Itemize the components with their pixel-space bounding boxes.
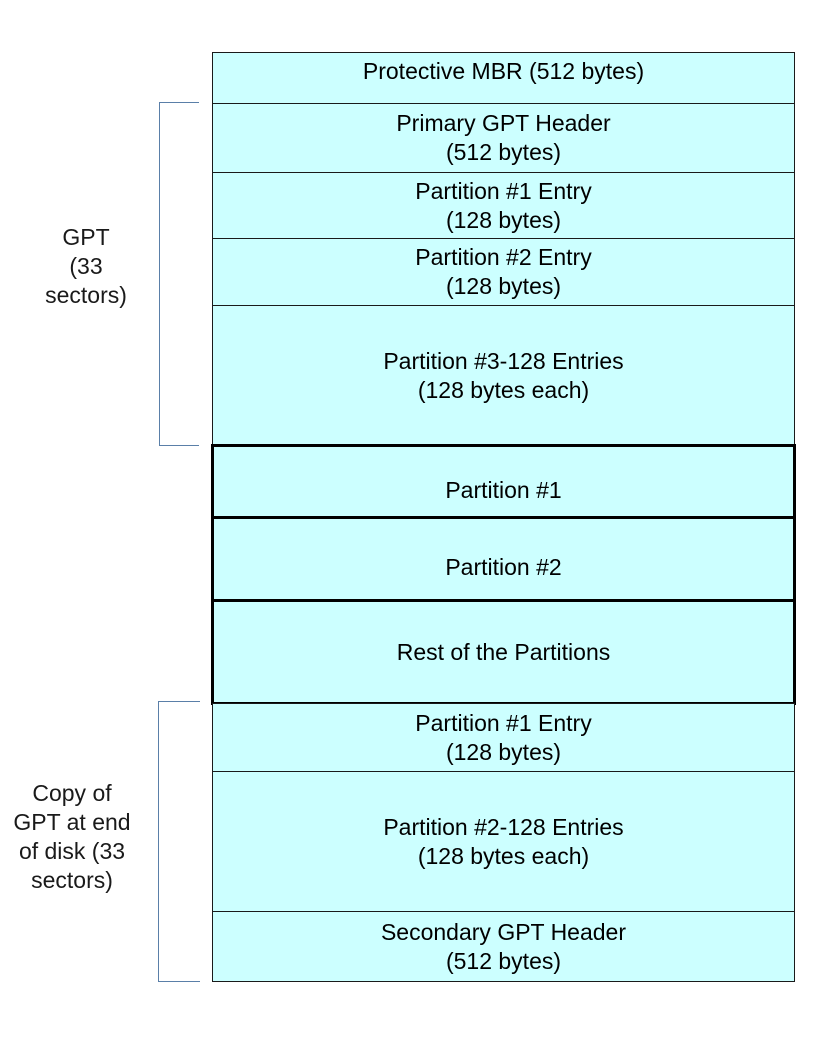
gpt-group-label-line: sectors) [45, 282, 127, 308]
gpt-copy-group-label-line: Copy of [32, 780, 112, 806]
protective-mbr-block: Protective MBR (512 bytes) [212, 52, 795, 104]
primary-gpt-header-block: Primary GPT Header (512 bytes) [212, 103, 795, 173]
partition-2-label-line: Partition #2 [445, 553, 562, 580]
rest-of-partitions-label-line: Rest of the Partitions [396, 638, 611, 665]
copy-partition-2-128-entries-label-line: (128 bytes each) [417, 842, 590, 869]
copy-partition-1-entry-block: Partition #1 Entry(128 bytes) [212, 703, 795, 772]
gpt-copy-bracket [158, 701, 200, 982]
primary-gpt-header-label-line: Primary GPT Header [396, 110, 611, 136]
copy-partition-2-128-entries-label-line: Partition #2-128 Entries [383, 813, 624, 840]
gpt-copy-group-label-line: GPT at end [13, 809, 131, 835]
secondary-gpt-header-label-line: (512 bytes) [445, 947, 562, 974]
partition-1-entry-block: Partition #1 Entry(128 bytes) [212, 172, 795, 239]
partition-1-entry-label-line: Partition #1 Entry [415, 177, 592, 204]
partition-1-label-line: Partition #1 [445, 477, 562, 503]
partition-2-entry-label-line: Partition #2 Entry [415, 244, 592, 270]
partition-3-128-entries-block: Partition #3-128 Entries(128 bytes each) [212, 305, 795, 446]
copy-partition-2-128-entries-block: Partition #2-128 Entries(128 bytes each) [212, 771, 795, 912]
secondary-gpt-header-block: Secondary GPT Header(512 bytes) [212, 911, 795, 982]
gpt-group-label-line: GPT [62, 224, 110, 250]
partition-2-entry-block: Partition #2 Entry (128 bytes) [212, 238, 795, 306]
protective-mbr-label-line: Protective MBR (512 bytes) [362, 58, 645, 84]
partition-2-entry-label-line: (128 bytes) [445, 273, 562, 299]
partition-1-block: Partition #1 [211, 444, 796, 519]
gpt-copy-group-label-line: sectors) [31, 867, 113, 893]
partition-3-128-entries-label-line: Partition #3-128 Entries [383, 347, 624, 374]
partition-3-128-entries-label-line: (128 bytes each) [417, 376, 590, 403]
gpt-copy-group-label-line: of disk (33 [18, 838, 126, 864]
copy-partition-1-entry-label-line: (128 bytes) [445, 738, 562, 765]
partition-1-entry-label-line: (128 bytes) [445, 206, 562, 233]
gpt-copy-group-label: Copy of GPT at end of disk (33 sectors) [0, 779, 144, 895]
rest-of-partitions-block: Rest of the Partitions [211, 599, 796, 705]
copy-partition-1-entry-label-line: Partition #1 Entry [415, 709, 592, 736]
secondary-gpt-header-label-line: Secondary GPT Header [380, 918, 627, 945]
gpt-group-label-line: (33 [69, 253, 103, 279]
gpt-group-label: GPT (33 sectors) [30, 223, 142, 310]
gpt-bracket [159, 102, 199, 446]
partition-2-block: Partition #2 [211, 516, 796, 602]
primary-gpt-header-label-line: (512 bytes) [445, 139, 562, 165]
